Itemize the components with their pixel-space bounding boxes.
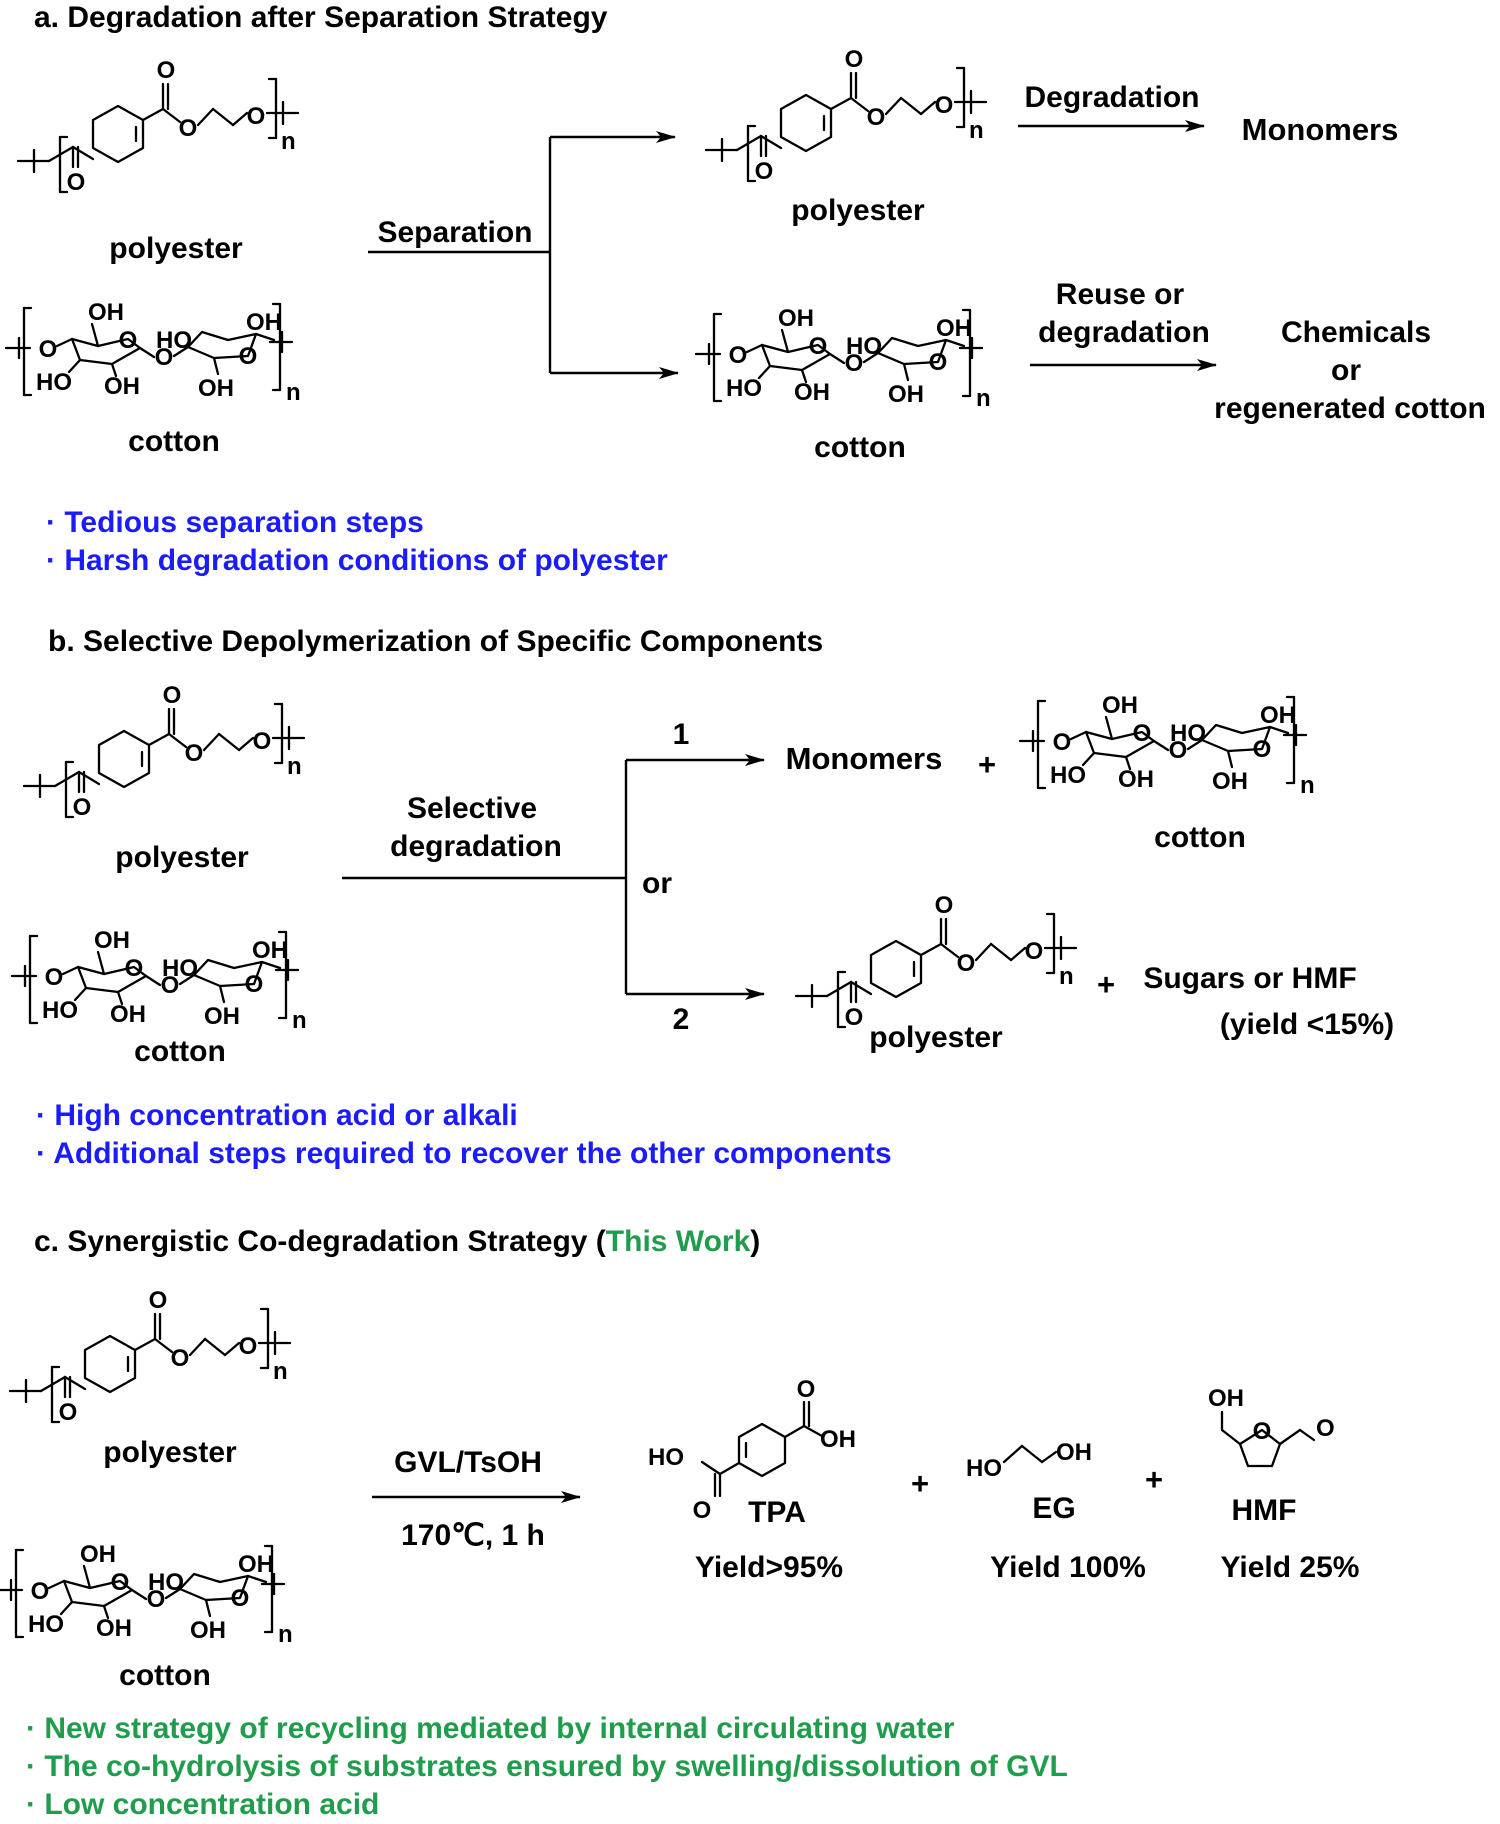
section-c: c. Synergistic Co-degradation Strategy (… (0, 1225, 1359, 1821)
conditions-label: 170℃, 1 h (401, 1519, 545, 1552)
tpa-structure: O OH O HO (648, 1376, 856, 1524)
section-a-title: a. Degradation after Separation Strategy (34, 1, 608, 34)
polyester-label: polyester (115, 841, 249, 874)
furan-oxygen: O (1253, 1418, 1272, 1445)
polyester-label: polyester (109, 232, 243, 265)
note-a-2: · Harsh degradation conditions of polyes… (46, 544, 668, 577)
carbonyl-oxygen: O (797, 1376, 816, 1403)
selective-label: Selective (407, 792, 537, 825)
polyester-structure (22, 680, 306, 823)
eg-structure: HO OH (966, 1439, 1092, 1482)
plus-sign: + (978, 747, 996, 782)
cotton-label: cotton (119, 1659, 211, 1692)
plus-sign: + (1097, 967, 1115, 1002)
hydroxyl: HO (966, 1455, 1002, 1482)
route-2-label: 2 (673, 1003, 690, 1036)
chemicals-label: regenerated cotton (1214, 392, 1486, 425)
cotton-structure (4, 297, 302, 408)
route-1-label: 1 (673, 718, 690, 751)
hydroxyl: HO (648, 1444, 684, 1471)
note-b-2: · Additional steps required to recover t… (36, 1137, 892, 1170)
hmf-label: HMF (1232, 1494, 1297, 1527)
cotton-structure (694, 303, 992, 414)
plus-sign: + (911, 1466, 929, 1501)
polyester-label: polyester (103, 1436, 237, 1469)
cotton-label: cotton (134, 1035, 226, 1068)
section-b-title: b. Selective Depolymerization of Specifi… (48, 625, 823, 658)
selective-label: degradation (390, 830, 562, 863)
cotton-label: cotton (814, 431, 906, 464)
plus-sign: + (1145, 1462, 1163, 1497)
tpa-label: TPA (748, 1496, 806, 1529)
polyester-structure (794, 890, 1078, 1033)
chemicals-label: or (1331, 354, 1361, 387)
note-c-1: · New strategy of recycling mediated by … (26, 1712, 955, 1745)
polyester-structure (704, 44, 988, 187)
chemicals-label: Chemicals (1281, 316, 1431, 349)
reuse-label: Reuse or (1056, 278, 1185, 311)
polyester-label: polyester (791, 194, 925, 227)
sugars-label: Sugars or HMF (1143, 962, 1356, 995)
eg-yield: Yield 100% (990, 1551, 1146, 1584)
cotton-structure (0, 1539, 294, 1650)
note-b-1: · High concentration acid or alkali (36, 1099, 518, 1132)
cotton-structure (10, 925, 308, 1036)
carbonyl-oxygen: O (693, 1497, 712, 1524)
tpa-yield: Yield>95% (695, 1551, 843, 1584)
reuse-label: degradation (1038, 316, 1210, 349)
yield-label: (yield <15%) (1220, 1008, 1394, 1041)
or-label: or (642, 867, 672, 900)
polyester-label: polyester (869, 1021, 1003, 1054)
eg-label: EG (1032, 1492, 1075, 1525)
note-c-3: · Low concentration acid (26, 1788, 379, 1821)
separation-label: Separation (377, 216, 532, 249)
cotton-label: cotton (128, 425, 220, 458)
hydroxyl: OH (820, 1426, 856, 1453)
section-b: b. Selective Depolymerization of Specifi… (10, 625, 1394, 1170)
polyester-structure (16, 55, 300, 198)
cotton-structure (1018, 690, 1316, 801)
cotton-label: cotton (1154, 821, 1246, 854)
section-a: a. Degradation after Separation Strategy… (4, 1, 1486, 577)
degradation-label: Degradation (1024, 81, 1199, 114)
section-c-title: c. Synergistic Co-degradation Strategy (… (34, 1225, 760, 1258)
monomers-label: Monomers (1242, 112, 1399, 147)
hydroxyl: OH (1208, 1385, 1244, 1412)
monomers-label: Monomers (786, 741, 943, 776)
note-c-2: · The co-hydrolysis of substrates ensure… (26, 1750, 1068, 1783)
hmf-structure: OH O O (1208, 1385, 1335, 1468)
hydroxyl: OH (1056, 1439, 1092, 1466)
reagent-label: GVL/TsOH (394, 1446, 542, 1479)
hmf-yield: Yield 25% (1221, 1551, 1360, 1584)
note-a-1: · Tedious separation steps (46, 506, 424, 539)
polyester-structure (8, 1285, 292, 1428)
aldehyde-oxygen: O (1316, 1415, 1335, 1442)
